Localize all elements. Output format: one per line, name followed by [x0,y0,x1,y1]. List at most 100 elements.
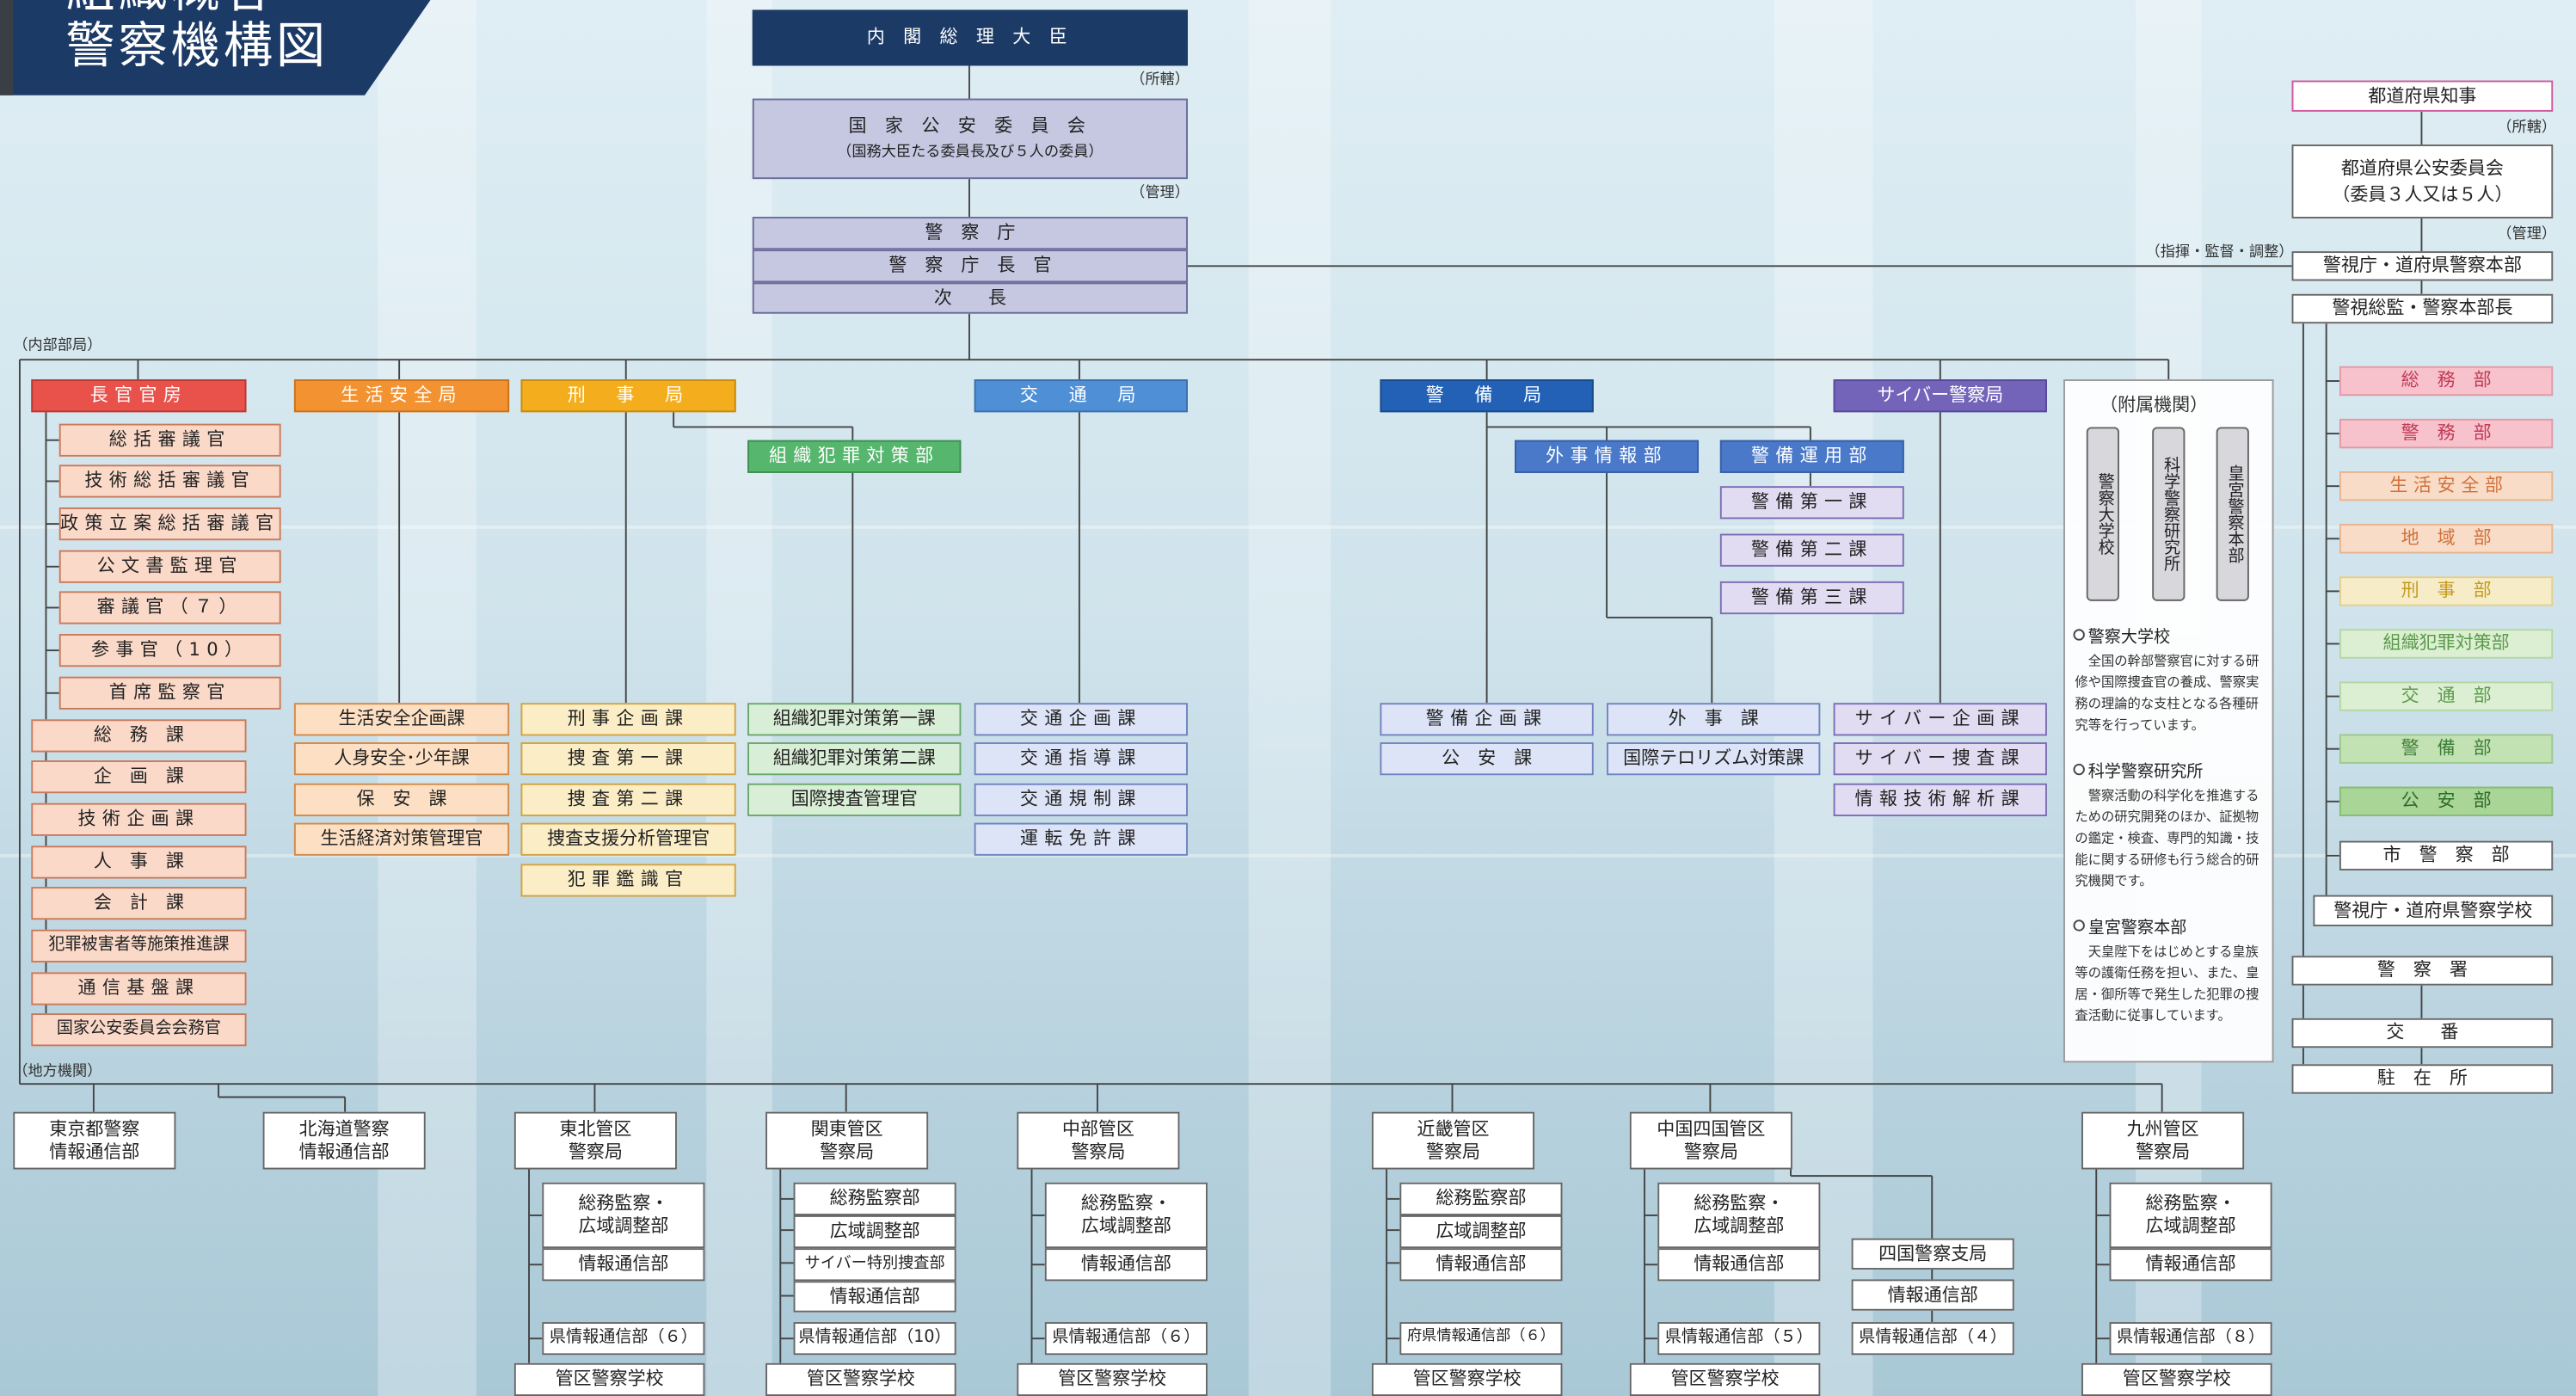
community-safety-division: 生活経済対策管理官 [293,822,510,856]
header-banner [0,0,431,95]
desc-heading: 警察大学校 [2073,623,2170,647]
region-name: 近畿管区 [1417,1117,1490,1140]
regional-unit: 総務監察・ 広域調整部 [2109,1182,2272,1249]
secretariat-officer: 公文書監理官 [58,550,281,583]
secretariat-division: 人 事 課 [31,846,247,879]
tokyo-line1: 東京都警察 [49,1117,140,1140]
pref-hq-box: 警視庁・道府県警察本部 [2291,251,2554,281]
security-division: 警備企画課 [1380,703,1594,736]
region-suffix: 警察局 [568,1141,623,1162]
hokkaido-line1: 北海道警察 [298,1117,390,1140]
affiliated-agencies-title: （附属機関） [2100,394,2209,416]
region-suffix: 警察局 [1071,1141,1126,1162]
commissioner-box: 警 察 庁 長 官 [752,249,1188,283]
governor-box: 都道府県知事 [2291,80,2554,112]
regional-unit: 広域調整部 [793,1215,956,1249]
regional-unit: 情報通信部 [542,1248,705,1282]
secretariat-division: 犯罪被害者等施策推進課 [31,929,247,962]
regional-school-box: 管区警察学校 [1017,1362,1208,1396]
regional-unit: 広域調整部 [1399,1215,1563,1249]
regional-bureau-box: 関東管区 警察局 [765,1111,929,1170]
secretariat-officer: 政策立案総括審議官 [58,507,281,541]
relation-jurisdiction-label: （所轄） [1130,72,1190,89]
organized-crime-division: 組織犯罪対策第二課 [747,742,962,776]
region-name: 中部管区 [1061,1117,1134,1140]
regional-unit: サイバー特別捜査部 [793,1248,956,1282]
dept-organized-crime: 組織犯罪対策部 [747,440,962,473]
prefectural-comm-box: 県情報通信部（10） [793,1322,956,1356]
traffic-division: 交通規制課 [974,783,1188,816]
bg-line [0,853,2576,858]
vertical-label: 警察大学校 [2093,472,2112,556]
bureau-cyber: サイバー警察局 [1833,379,2047,413]
organized-crime-division: 国際捜査管理官 [747,783,962,816]
shikoku-prefectural-comm-box: 県情報通信部（４） [1851,1322,2014,1356]
region-suffix: 警察局 [1683,1141,1738,1162]
bureau-traffic: 交 通 局 [974,379,1188,413]
relation-direction-label: （指揮・監督・調整） [2145,244,2294,261]
prefectural-comm-box: 県情報通信部（８） [2109,1322,2272,1356]
regional-school-box: 管区警察学校 [2081,1362,2272,1396]
vertical-box-imperial-guard: 皇宮警察本部 [2216,427,2249,601]
ppsc-line1: 都道府県公安委員会 [2340,157,2504,179]
region-name: 九州管区 [2126,1117,2199,1140]
secretariat-division: 企 画 課 [31,760,247,794]
regional-unit: 総務監察部 [793,1182,956,1215]
traffic-division: 交通企画課 [974,703,1188,736]
regional-unit: 総務監察部 [1399,1182,1563,1215]
traffic-division: 交通指導課 [974,742,1188,776]
cyber-division: 情報技術解析課 [1833,783,2047,816]
vertical-box-nrips: 科学警察研究所 [2152,427,2186,601]
npsc-name: 国 家 公 安 委 員 会 [848,114,1092,137]
bg-pillar [1248,0,1331,1396]
region-suffix: 警察局 [820,1141,875,1162]
pref-chief-box: 警視総監・警察本部長 [2291,293,2554,324]
npa-box: 警 察 庁 [752,217,1188,250]
criminal-division: 捜査第一課 [520,742,736,776]
internal-bureaus-label: （内部部局） [13,338,102,355]
vertical-box-police-academy: 警察大学校 [2086,427,2119,601]
dept-security-operations: 警備運用部 [1719,440,1904,473]
regional-unit: 総務監察・ 広域調整部 [1657,1182,1821,1249]
community-safety-division: 生活安全企画課 [293,703,510,736]
vertical-label: 科学警察研究所 [2160,456,2179,572]
cyber-division: サイバー捜査課 [1833,742,2047,776]
police-station-box: 警 察 署 [2291,956,2554,986]
pref-department: 公 安 部 [2339,786,2554,816]
deputy-box: 次 長 [752,282,1188,314]
bureau-secretariat: 長官官房 [31,379,247,413]
region-name: 関東管区 [810,1117,883,1140]
bureau-security: 警 備 局 [1380,379,1594,413]
hokkaido-line2: 情報通信部 [298,1141,390,1162]
traffic-division: 運転免許課 [974,822,1188,856]
chuzaisho-box: 駐 在 所 [2291,1064,2554,1094]
prefectural-comm-box: 県情報通信部（５） [1657,1322,1821,1356]
regional-unit: 情報通信部 [1399,1248,1563,1282]
desc-text: 天皇陛下をはじめとする皇族等の護衛任務を担い、また、皇居・御所等で発生した犯罪の… [2075,944,2259,1024]
dept-foreign-affairs: 外事情報部 [1515,440,1700,473]
security-ops-division: 警備第一課 [1719,486,1904,520]
foreign-affairs-division: 外 事 課 [1607,703,1821,736]
secretariat-officer: 首席監察官 [58,676,281,710]
city-police-box: 市 警 察 部 [2339,840,2554,870]
community-safety-division: 保 安 課 [293,783,510,816]
title-line-2: 警察機構図 [65,18,329,76]
regional-label: （地方機関） [13,1064,102,1081]
regional-unit: 情報通信部 [2109,1248,2272,1282]
regional-bureau-box: 東北管区 警察局 [513,1111,677,1170]
regional-unit: 総務監察・ 広域調整部 [542,1182,705,1249]
pref-relation-management: （管理） [2497,226,2557,243]
criminal-division: 捜査支援分析管理官 [520,822,736,856]
koban-box: 交 番 [2291,1018,2554,1049]
hokkaido-comm-box: 北海道警察 情報通信部 [262,1111,426,1170]
region-name: 中国四国管区 [1657,1117,1766,1140]
regional-unit: 総務監察・ 広域調整部 [1044,1182,1208,1249]
npsc-box: 国 家 公 安 委 員 会 （国務大臣たる委員長及び５人の委員） [752,98,1188,180]
secretariat-division: 通信基盤課 [31,972,247,1005]
regional-school-box: 管区警察学校 [513,1362,705,1396]
desc-heading-text: 科学警察研究所 [2087,763,2204,782]
desc-text: 警察活動の科学化を推進するための研究開発のほか、証拠物の鑑定・検査、専門的知識・… [2075,788,2259,889]
pref-department: 刑 事 部 [2339,576,2554,606]
secretariat-division: 総 務 課 [31,719,247,753]
